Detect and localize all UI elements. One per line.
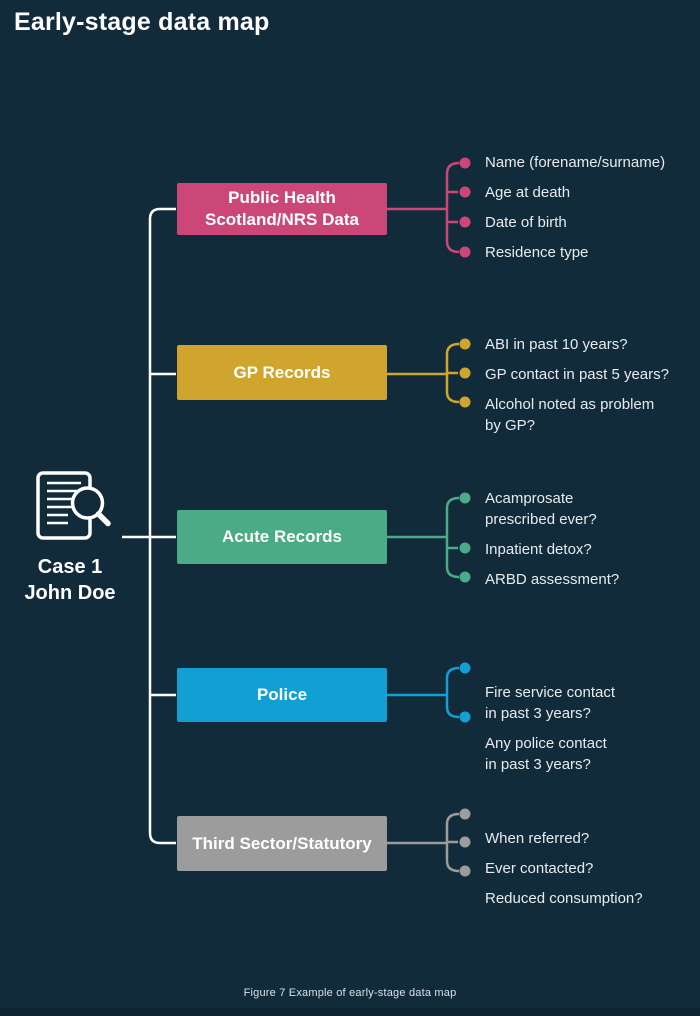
branch-items-third-sector: When referred? Ever contacted? Reduced c… (485, 828, 700, 918)
data-item: GP contact in past 5 years? (485, 366, 669, 383)
data-item: Any police contact in past 3 years? (485, 735, 607, 773)
branch-box-public-health: Public Health Scotland/NRS Data (177, 183, 387, 235)
branch-connector-acute-records (386, 492, 471, 583)
data-item: Ever contacted? (485, 860, 594, 877)
data-item: Alcohol noted as problem by GP? (485, 396, 655, 434)
data-item: Name (forename/surname) (485, 154, 666, 171)
branch-items-public-health: Name (forename/surname) Age at death Dat… (485, 152, 700, 272)
data-item: ABI in past 10 years? (485, 336, 628, 353)
data-item: When referred? (485, 830, 590, 847)
branch-box-police: Police (177, 668, 387, 722)
document-search-icon (36, 471, 111, 540)
branch-box-gp-records: GP Records (177, 345, 387, 400)
bullet-dots (459, 808, 471, 877)
data-item: Date of birth (485, 214, 567, 231)
branch-items-police: Fire service contact in past 3 years? An… (485, 682, 700, 784)
page-title: Early-stage data map (14, 8, 270, 36)
data-item: Reduced consumption? (485, 890, 643, 907)
branch-connector-third-sector (386, 808, 471, 877)
bullet-dots (459, 662, 471, 723)
branch-items-acute-records: Acamprosate prescribed ever? Inpatient d… (485, 488, 700, 599)
data-item: ARBD assessment? (485, 571, 620, 588)
branch-box-third-sector: Third Sector/Statutory (177, 816, 387, 871)
branch-connector-police (386, 662, 471, 723)
branch-connector-gp-records (386, 338, 471, 408)
branch-connector-public-health (386, 157, 471, 258)
data-item: Age at death (485, 184, 571, 201)
bullet-dots (459, 157, 471, 258)
figure-caption: Figure 7 Example of early-stage data map (243, 987, 457, 999)
bottom-strip (0, 1008, 700, 1016)
branch-box-acute-records: Acute Records (177, 510, 387, 564)
bullet-dots (459, 492, 471, 583)
data-item: Acamprosate prescribed ever? (485, 490, 597, 528)
case-node-label: Case 1 John Doe (24, 556, 116, 604)
spine-connector (122, 207, 176, 845)
branch-items-gp-records: ABI in past 10 years? GP contact in past… (485, 334, 700, 445)
data-item: Fire service contact in past 3 years? (485, 684, 616, 722)
bullet-dots (459, 338, 471, 408)
data-item: Residence type (485, 244, 589, 261)
data-item: Inpatient detox? (485, 541, 592, 558)
